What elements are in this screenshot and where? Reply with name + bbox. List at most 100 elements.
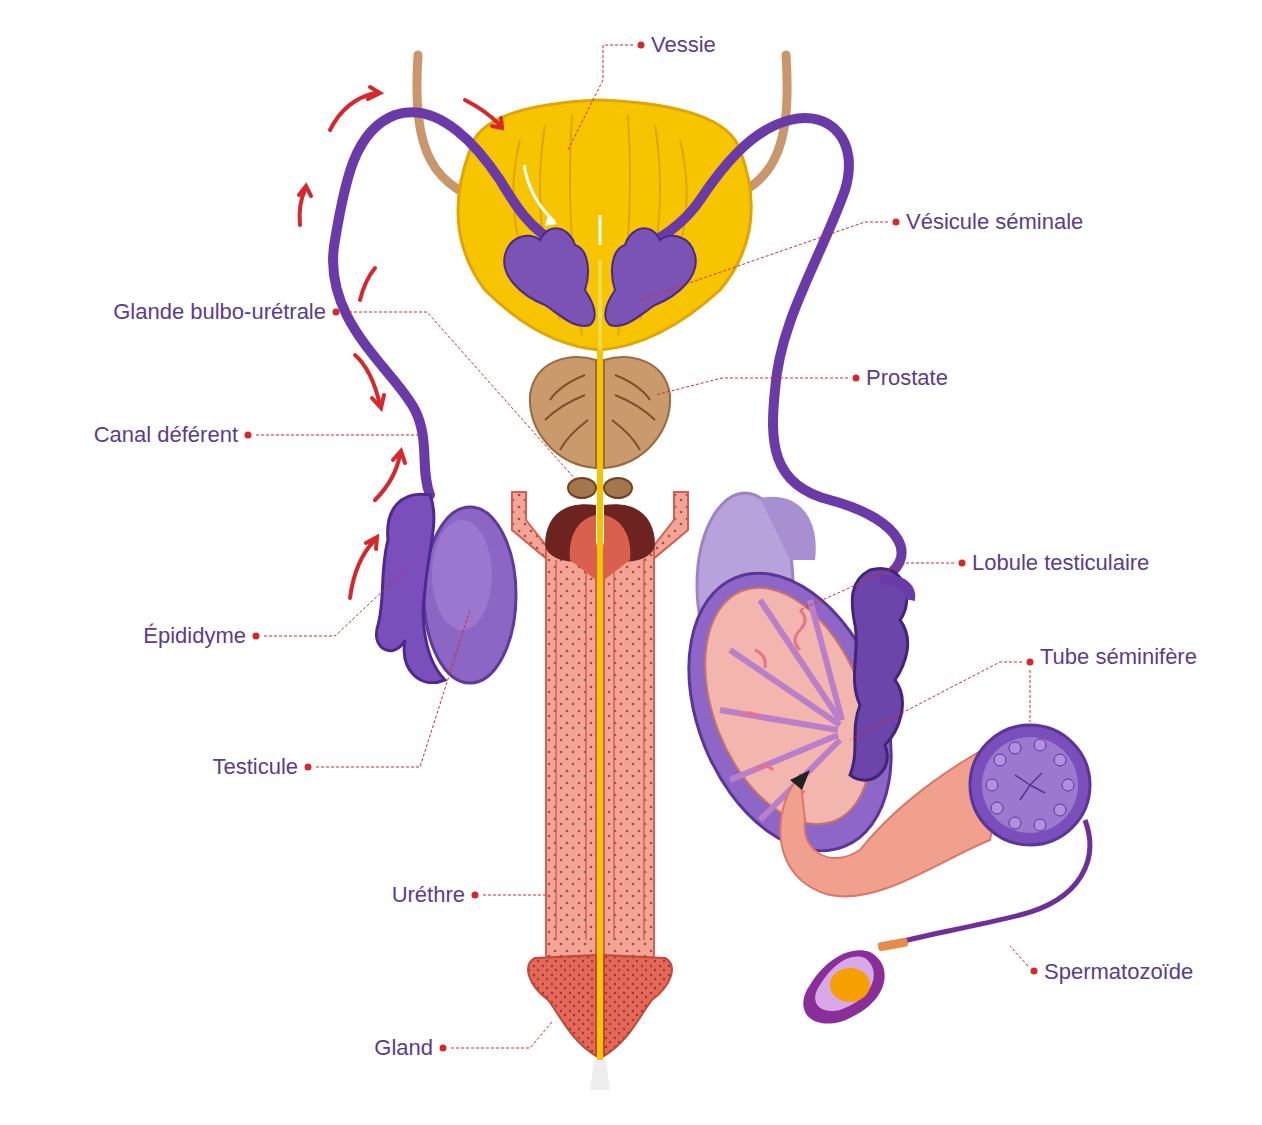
leader-line-part: [1010, 946, 1028, 966]
flow-arrow-part: [355, 355, 380, 405]
testis-left-part: [376, 494, 445, 682]
prostate-part: [530, 357, 596, 468]
seminal-vesicle-part: [504, 228, 594, 326]
penis-part-part: [643, 560, 645, 940]
testis-section-part-part: [755, 650, 765, 668]
leader-dot-part: [472, 892, 479, 899]
seminiferous-tube-part: [982, 737, 1078, 833]
seminal-vesicle: [504, 228, 696, 326]
seminiferous-tube-part: [970, 725, 1090, 845]
sperm-part: [815, 957, 874, 1011]
leader-line: [256, 45, 1030, 1048]
leader-line-part: [800, 563, 954, 610]
seminiferous-tube-part-part: [1034, 739, 1046, 751]
prostate-part-part: [545, 395, 585, 420]
sperm-part: [877, 937, 908, 951]
seminiferous-tube-part: [986, 739, 1074, 831]
leader-dot-part: [853, 375, 860, 382]
sperm-part: [803, 950, 884, 1023]
prostate-part-part: [560, 420, 588, 450]
leader-line-part: [850, 662, 1022, 740]
penis-part: [652, 492, 688, 560]
penis-part: [604, 515, 630, 580]
sperm-part: [830, 968, 870, 1002]
part-label: Spermatozoïde: [1044, 959, 1193, 984]
seminiferous-tube-part-part: [1009, 742, 1021, 754]
flow-arrow-part: [492, 118, 502, 128]
testis-section-part: [880, 580, 910, 600]
leader-line-part: [316, 610, 470, 767]
leader-dot-part: [333, 309, 340, 316]
bladder-part: [458, 100, 751, 350]
flow-arrow-part: [375, 455, 400, 500]
seminiferous-tube-part-part: [986, 779, 998, 791]
penis-part-part: [613, 560, 615, 940]
part-label: Canal déférent: [94, 422, 238, 447]
seminiferous-tube-part-part: [1062, 779, 1074, 791]
flow-arrow-part: [372, 395, 384, 408]
penis-part: [570, 515, 596, 580]
flow-arrow-part: [350, 540, 375, 598]
testis-section-part: [850, 568, 908, 780]
leader-dot-part: [638, 42, 645, 49]
bladder-part: [545, 214, 557, 226]
bladder-part: [598, 260, 602, 350]
testis-left-part: [424, 507, 516, 683]
seminiferous-tube-part-part: [1034, 819, 1046, 831]
urethra: [597, 350, 603, 1065]
penis-part-part: [555, 560, 557, 940]
sperm-part: [890, 820, 1090, 945]
leader-line-part: [264, 570, 405, 636]
part-label: Glande bulbo-urétrale: [113, 299, 326, 324]
seminiferous-tube: [780, 725, 1090, 896]
seminiferous-tube-part-part: [1020, 785, 1030, 800]
bladder-part: [599, 215, 602, 245]
sperm: [803, 820, 1090, 1024]
leader-line-part: [640, 222, 888, 300]
penis-part: [604, 540, 654, 960]
testis-section-part-part: [810, 600, 842, 720]
penis-part: [528, 955, 596, 1056]
part-label: Uréthre: [392, 882, 465, 907]
flow-arrow-part: [465, 100, 500, 125]
prostate-part-part: [615, 395, 655, 420]
seminiferous-tube-part-part: [1054, 754, 1066, 766]
prostate-part-part: [612, 420, 640, 450]
seminal-vesicle-part: [605, 228, 695, 326]
leader-dot-part: [440, 1045, 447, 1052]
penis-part: [590, 1060, 610, 1090]
seminiferous-tube-part-part: [991, 802, 1003, 814]
part-label: Testicule: [212, 754, 298, 779]
vas-deferens-part: [333, 112, 560, 495]
testis-section-part: [720, 600, 842, 820]
seminiferous-tube-part-part: [1009, 817, 1021, 829]
penis-part-part: [585, 560, 587, 940]
testis-left: [376, 494, 516, 683]
seminiferous-tube-part-part: [1054, 804, 1066, 816]
seminiferous-tube-part-part: [1015, 775, 1030, 785]
leader-dot-part: [253, 633, 260, 640]
testis-section-part: [740, 610, 805, 800]
penis-part: [546, 540, 596, 960]
seminiferous-tube-part-part: [994, 754, 1006, 766]
vas-deferens-part: [645, 118, 902, 580]
leader-dot: [245, 42, 1038, 1052]
part-label: Vessie: [651, 32, 716, 57]
bulbourethral-gland-part: [568, 478, 596, 498]
testis-section-part-part: [795, 610, 805, 650]
testis-section-part-part: [720, 710, 838, 730]
bladder: [458, 100, 751, 350]
part-label: Lobule testiculaire: [972, 550, 1149, 575]
seminiferous-tube-part-part: [1030, 785, 1045, 793]
seminiferous-tube-part: [790, 770, 810, 790]
leader-line-part: [1030, 670, 1031, 722]
part-label: Gland: [374, 1035, 433, 1060]
prostate-part: [604, 357, 670, 468]
flow-arrow-part: [393, 451, 405, 463]
testis-section-part-part: [740, 713, 760, 719]
flow-arrow-part: [366, 537, 377, 549]
penis-part: [604, 955, 672, 1056]
testis-left-part: [432, 520, 492, 630]
